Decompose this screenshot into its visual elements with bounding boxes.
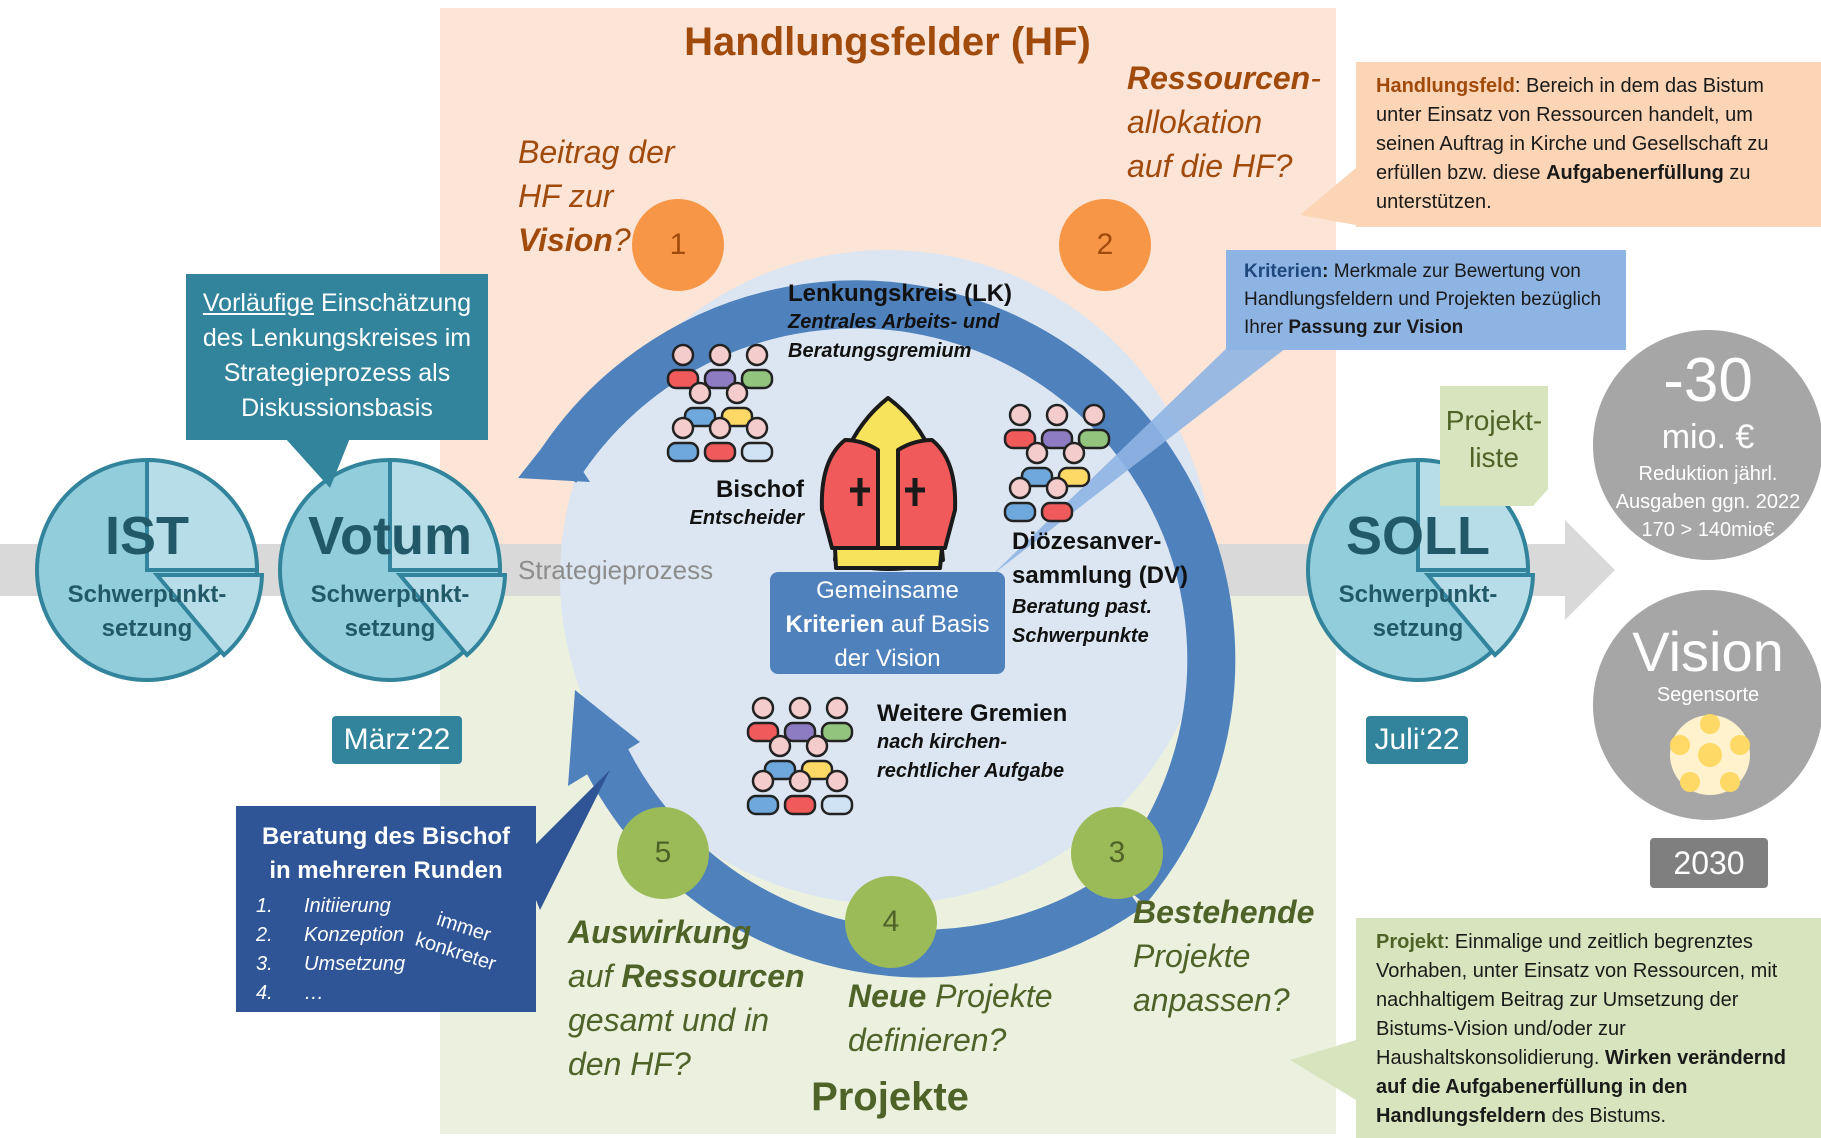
segensorte-icon	[1670, 714, 1750, 795]
projekte-title: Projekte	[811, 1075, 969, 1119]
step-2-circle	[1059, 199, 1151, 291]
people-icon-lk	[666, 343, 774, 463]
beratung-step-2: 2.Konzeption	[256, 924, 405, 946]
pie-votum-title: Votum	[308, 506, 472, 566]
question-5: Auswirkung auf Ressourcen gesamt und in …	[568, 914, 805, 1082]
hf-title: Handlungsfelder (HF)	[684, 20, 1091, 64]
step-2-number: 2	[1096, 228, 1114, 261]
pie-ist-title: IST	[104, 506, 189, 566]
vorlaeufig-pointer	[285, 438, 350, 488]
date-juli: Juli‘22	[1366, 716, 1468, 764]
step-3-number: 3	[1108, 836, 1126, 869]
beratung-box: Beratung des Bischof in mehreren Runden …	[236, 806, 536, 1012]
pie-soll-sub: Schwerpunkt-setzung	[1338, 581, 1498, 642]
beratung-step-4: 4.…	[256, 982, 324, 1004]
vorlaeufig-box: Vorläufige Einschätzung des Lenkungskrei…	[186, 274, 488, 440]
hf-def-pointer	[1300, 168, 1356, 225]
pie-soll	[1306, 457, 1536, 682]
question-4: Neue Projekte definieren?	[848, 978, 1053, 1058]
date-maerz: März‘22	[332, 716, 462, 764]
bischof-label: Bischof Entscheider	[689, 476, 804, 529]
step-5-number: 5	[654, 836, 672, 869]
people-icon-dv	[1003, 403, 1111, 523]
savings-big: -30	[1663, 346, 1753, 415]
beratung-pointer	[520, 770, 610, 910]
weitere-gremien-label: Weitere Gremien nach kirchen- rechtliche…	[877, 700, 1068, 782]
vision-title: Vision	[1632, 620, 1784, 683]
projekt-def-pointer	[1290, 1040, 1356, 1100]
criteria-center-box: Gemeinsame Kriterien auf Basis der Visio…	[770, 572, 1005, 674]
step-5-circle	[617, 807, 709, 899]
step-1-circle	[632, 199, 724, 291]
projektliste-note: Projekt-liste	[1440, 386, 1548, 506]
beratung-step-3: 3.Umsetzung	[256, 953, 406, 975]
step-1-number: 1	[669, 228, 687, 261]
savings-unit: mio. €	[1661, 418, 1755, 456]
process-label: Strategieprozess	[518, 555, 714, 585]
ring-arrowhead-upper	[518, 430, 590, 482]
mitre-icon	[819, 396, 958, 571]
beratung-step-1: 1.Initiierung	[256, 895, 391, 917]
pie-votum-sub: Schwerpunkt-setzung	[310, 581, 470, 642]
question-2: Ressourcen- allokation auf die HF?	[1127, 60, 1321, 184]
pie-votum	[278, 457, 508, 682]
date-2030: 2030	[1650, 838, 1768, 888]
beratung-title: Beratung des Bischof in mehreren Runden	[261, 823, 511, 884]
savings-circle	[1593, 330, 1821, 560]
beratung-steps: 1.Initiierung 2.Konzeption 3.Umsetzung 4…	[250, 892, 522, 1008]
hf-definition-box: Handlungsfeld: Bereich in dem das Bistum…	[1356, 62, 1821, 227]
lenkungskreis-label: Lenkungskreis (LK) Zentrales Arbeits- un…	[788, 280, 1013, 362]
dv-label: Diözesanver- sammlung (DV) Beratung past…	[1012, 528, 1189, 647]
projekt-definition-box: Projekt: Einmalige und zeitlich begrenzt…	[1356, 918, 1821, 1138]
question-3: Bestehende Projekte anpassen?	[1133, 894, 1315, 1018]
pie-ist	[35, 457, 265, 682]
question-1: Beitrag der HF zur Vision?	[518, 134, 675, 258]
ring-arrowhead-lower	[568, 690, 640, 786]
step-3-circle	[1071, 807, 1163, 899]
pie-soll-title: SOLL	[1346, 506, 1490, 566]
vision-circle	[1593, 590, 1821, 820]
pie-ist-sub: Schwerpunkt-setzung	[67, 581, 227, 642]
step-4-circle	[845, 876, 937, 968]
kriterien-definition-box: Kriterien: Merkmale zur Bewertung von Ha…	[1226, 250, 1626, 350]
step-4-number: 4	[882, 905, 900, 938]
vision-sub: Segensorte	[1656, 684, 1760, 706]
people-icon-wg	[746, 696, 854, 816]
